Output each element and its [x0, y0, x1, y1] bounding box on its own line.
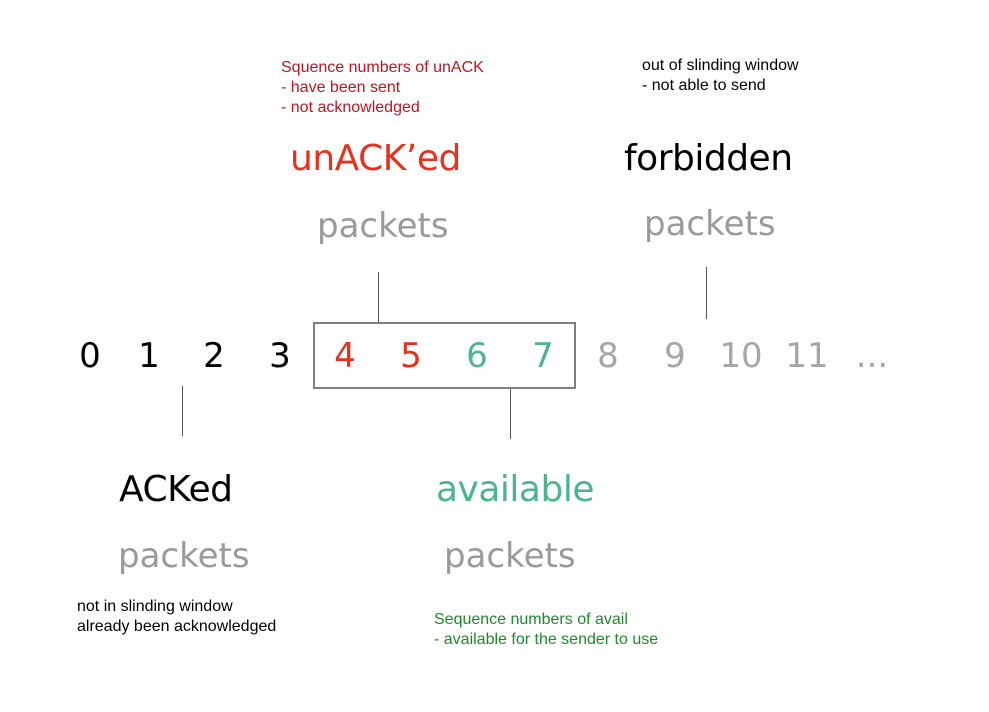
seq-number: 3 [269, 336, 291, 376]
available-note-line: - available for the sender to use [434, 631, 659, 648]
available-note: Sequence numbers of avail - available fo… [434, 610, 658, 650]
acked-note-line: not in slinding window [77, 598, 233, 615]
seq-number: 4 [334, 336, 356, 376]
forbidden-note: out of slinding window - not able to sen… [642, 56, 799, 96]
available-note-line: Sequence numbers of avail [434, 611, 628, 628]
unacked-connector-line [378, 272, 379, 322]
seq-number: 0 [79, 336, 101, 376]
available-packets-label: packets [444, 536, 576, 576]
forbidden-note-line: - not able to send [642, 77, 766, 94]
seq-number: 6 [466, 336, 488, 376]
acked-connector-line [182, 386, 183, 436]
forbidden-title: forbidden [624, 138, 793, 179]
unacked-title: unACK’ed [290, 138, 461, 179]
seq-number: 7 [532, 336, 554, 376]
acked-note: not in slinding window already been ackn… [77, 597, 276, 637]
forbidden-packets-label: packets [644, 204, 776, 244]
unacked-note-line: - have been sent [281, 79, 401, 96]
unacked-packets-label: packets [317, 206, 449, 246]
seq-number: 10 [719, 336, 763, 376]
unacked-note: Squence numbers of unACK - have been sen… [281, 58, 484, 118]
seq-number: 9 [664, 336, 686, 376]
forbidden-connector-line [706, 267, 707, 319]
seq-number: 5 [400, 336, 422, 376]
seq-number: 11 [785, 336, 829, 376]
unacked-note-line: - not acknowledged [281, 99, 420, 116]
acked-title: ACKed [119, 469, 233, 510]
sliding-window-box [313, 322, 576, 389]
unacked-note-line: Squence numbers of unACK [281, 59, 484, 76]
acked-packets-label: packets [118, 536, 250, 576]
acked-note-line: already been acknowledged [77, 618, 277, 635]
seq-number: 1 [138, 336, 160, 376]
forbidden-note-line: out of slinding window [642, 57, 799, 74]
available-connector-line [510, 387, 511, 439]
seq-number: 8 [597, 336, 619, 376]
available-title: available [436, 469, 595, 510]
seq-ellipsis: ... [855, 336, 889, 376]
seq-number: 2 [203, 336, 225, 376]
